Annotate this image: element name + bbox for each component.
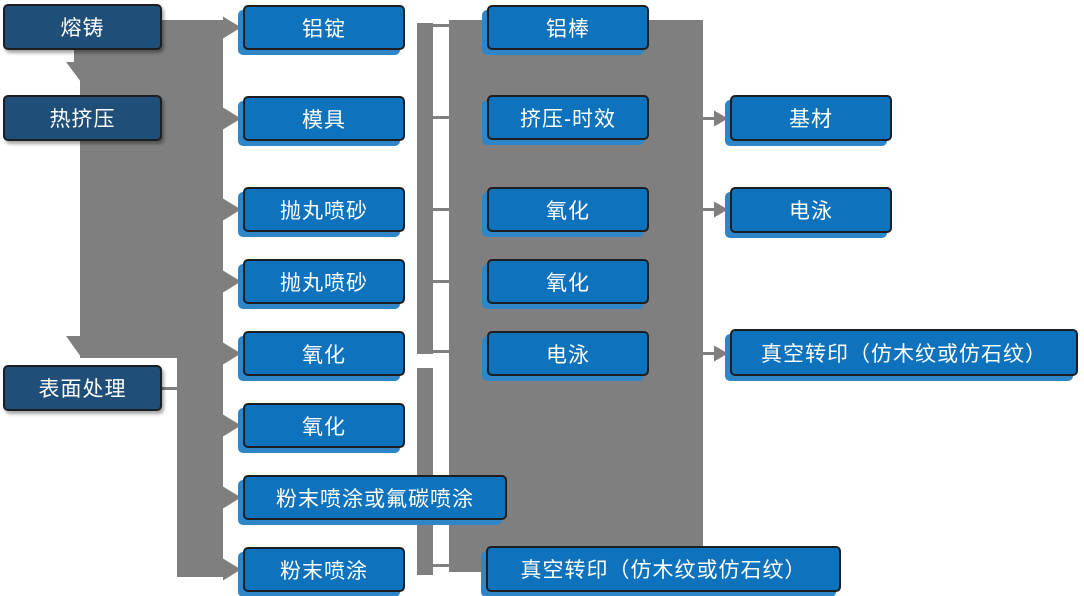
arrow-to-electrophoresis-head [714, 201, 728, 218]
connector-mid-bar-upper [417, 23, 433, 354]
node-melting-casting: 熔铸 [3, 4, 162, 50]
connector-mid-bar-lower [417, 368, 433, 575]
arrow-to-electrophoresis-shaft [703, 208, 714, 211]
connector-tick-5 [433, 350, 450, 353]
node-base-material: 基材 [730, 95, 892, 141]
node-oxidation-a: 氧化 [243, 331, 405, 376]
connector-tick-1 [433, 24, 450, 27]
node-aluminum-ingot: 铝锭 [243, 5, 405, 50]
arrow-to-vacuum-print-head [714, 345, 728, 362]
arrow-stage-to-step-1 [223, 16, 241, 39]
node-oxidation-c: 氧化 [487, 187, 649, 232]
arrow-stage-to-step-6 [223, 414, 241, 437]
arrow-stage-to-step-8 [223, 558, 241, 581]
connector-stage-bar-lower [177, 355, 223, 577]
arrow-stage-to-step-2 [223, 107, 241, 130]
node-mold: 模具 [243, 96, 405, 141]
arrow-to-vacuum-print-shaft [703, 352, 714, 355]
node-shot-blast-sand-1: 抛丸喷砂 [243, 187, 405, 232]
arrow-melting-to-extrusion-head [66, 62, 96, 82]
arrow-melting-to-extrusion-shaft [74, 50, 88, 63]
node-powder-coating: 粉末喷涂 [243, 547, 405, 592]
connector-tick-6 [433, 564, 450, 567]
node-electrophoresis-a: 电泳 [487, 331, 649, 376]
arrow-stage-to-step-3 [223, 198, 241, 221]
connector-surface-treatment-line [161, 387, 178, 390]
node-aluminum-rod: 铝棒 [487, 5, 649, 50]
arrow-stage-to-step-4 [223, 270, 241, 293]
arrow-block-to-surface-treatment [66, 336, 96, 357]
node-oxidation-b: 氧化 [243, 403, 405, 448]
node-shot-blast-sand-2: 抛丸喷砂 [243, 259, 405, 304]
node-oxidation-d: 氧化 [487, 259, 649, 304]
node-electrophoresis-b: 电泳 [730, 187, 892, 233]
connector-stage-block [80, 20, 223, 358]
arrow-stage-to-step-5 [223, 342, 241, 365]
connector-tick-4 [433, 280, 450, 283]
connector-tick-3 [433, 208, 450, 211]
arrow-stage-to-step-7 [223, 486, 241, 509]
node-vacuum-transfer-print-right: 真空转印（仿木纹或仿石纹） [730, 329, 1078, 376]
arrow-to-base-material-shaft [703, 117, 714, 120]
node-hot-extrusion: 热挤压 [3, 95, 162, 141]
node-powder-or-fluorocarbon-coating: 粉末喷涂或氟碳喷涂 [243, 475, 507, 520]
node-vacuum-transfer-print-bottom: 真空转印（仿木纹或仿石纹） [486, 546, 841, 592]
connector-tick-2 [433, 116, 450, 119]
arrow-to-base-material-head [714, 110, 728, 127]
node-surface-treatment: 表面处理 [3, 365, 162, 411]
node-extrusion-aging: 挤压-时效 [487, 95, 649, 140]
